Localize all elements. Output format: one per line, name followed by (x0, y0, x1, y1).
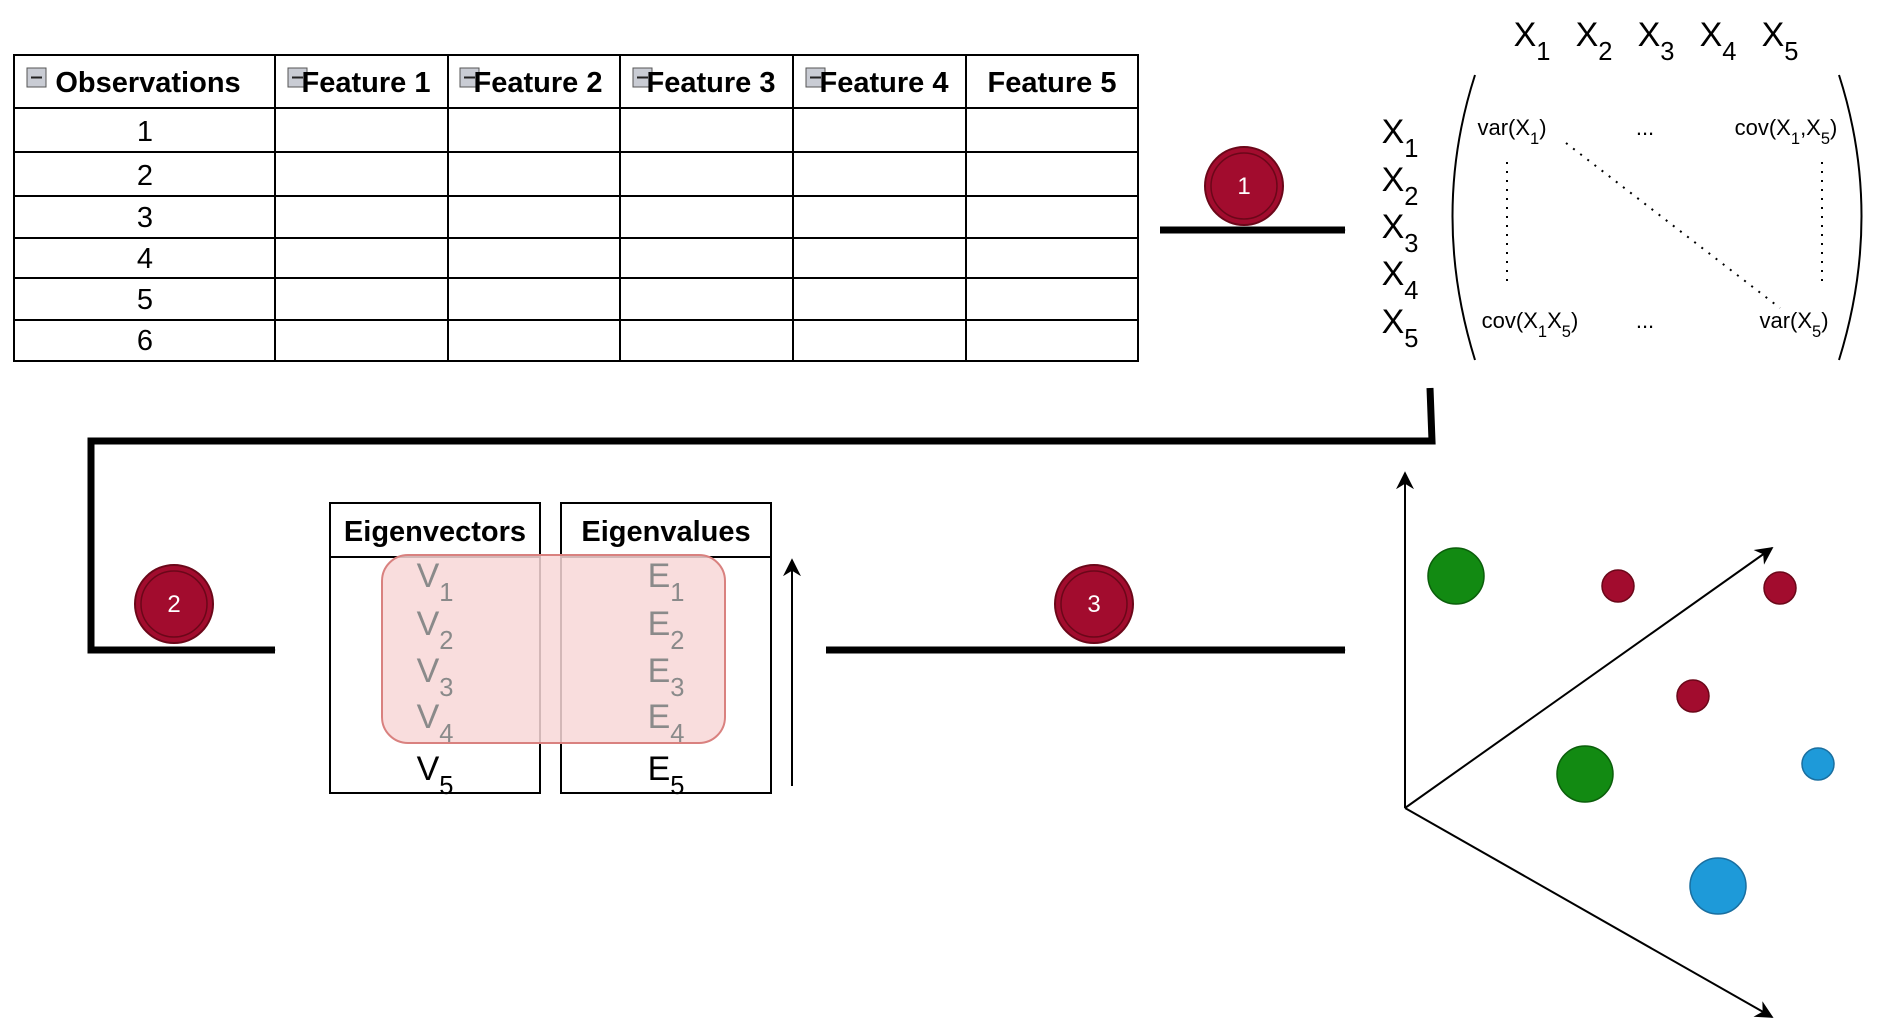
eigenvector-item: V5 (417, 750, 454, 800)
matrix-entry: var(X1) (1477, 115, 1546, 148)
covariance-matrix: X1 X2 X3 X4 X5 X1 X2 X3 X4 X5 var(X1) ..… (1382, 16, 1863, 361)
eigenvalue-item: E3 (648, 652, 685, 702)
eigenvectors-header: Eigenvectors (344, 516, 526, 548)
svg-text:1: 1 (1237, 173, 1250, 200)
matrix-entry: cov(X1X5) (1482, 308, 1579, 341)
svg-text:3: 3 (1087, 591, 1100, 618)
projected-points (1427, 547, 1835, 915)
step-2-badge: 2 (134, 564, 214, 644)
collapse-icon[interactable] (459, 67, 480, 88)
table-header: Feature 2 (474, 67, 603, 99)
table-header: Observations (55, 67, 240, 99)
table-header: Feature 5 (988, 67, 1117, 99)
eigenvector-item: V4 (417, 698, 454, 748)
matrix-column-label: X1 (1514, 16, 1551, 66)
point-red (1601, 569, 1635, 603)
matrix-row-label: X1 (1382, 113, 1419, 163)
collapse-icon[interactable] (805, 67, 826, 88)
eigenvector-list: V1 V2 V3 V4 V5 (417, 557, 454, 800)
table-header: Feature 4 (820, 67, 949, 99)
observations-table: Observations Feature 1 Feature 2 Feature… (13, 54, 1139, 362)
observation-number: 3 (137, 202, 153, 234)
observation-number: 5 (137, 284, 153, 316)
point-green (1427, 547, 1485, 605)
observation-number: 6 (137, 325, 153, 357)
point-blue (1801, 747, 1835, 781)
eigenvector-item: V1 (417, 557, 454, 607)
point-red (1676, 679, 1710, 713)
step-1-badge: 1 (1204, 146, 1284, 226)
matrix-column-label: X4 (1700, 16, 1737, 66)
collapse-icon[interactable] (632, 67, 653, 88)
matrix-left-bracket (1451, 74, 1476, 361)
selected-components-highlight (381, 554, 726, 744)
eigenvalue-item: E1 (648, 557, 685, 607)
svg-text:2: 2 (167, 591, 180, 618)
matrix-column-label: X5 (1762, 16, 1799, 66)
table-header: Feature 1 (302, 67, 431, 99)
observation-number: 4 (137, 243, 153, 275)
step-3-badge: 3 (1054, 564, 1134, 644)
point-red (1763, 571, 1797, 605)
eigenvalue-list: E1 E2 E3 E4 E5 (648, 557, 685, 800)
matrix-column-label: X2 (1576, 16, 1613, 66)
axis-diagonal-down (1404, 807, 1774, 1018)
eigenvalue-item: E2 (648, 605, 685, 655)
matrix-row-label: X4 (1382, 255, 1419, 305)
point-blue (1689, 857, 1747, 915)
eigenvalue-item: E4 (648, 698, 685, 748)
matrix-row-label: X3 (1382, 208, 1419, 258)
matrix-right-bracket (1838, 74, 1863, 361)
collapse-icon[interactable] (287, 67, 308, 88)
eigenvalue-item: E5 (648, 750, 685, 800)
matrix-row-label: X5 (1382, 303, 1419, 353)
point-green (1556, 745, 1614, 803)
matrix-entry: var(X5) (1759, 308, 1828, 341)
axis-diagonal-up (1404, 546, 1774, 809)
matrix-dotted-diagonal (1565, 142, 1781, 309)
matrix-entry: ... (1636, 308, 1654, 333)
matrix-entry: ... (1636, 115, 1654, 140)
observation-number: 2 (137, 160, 153, 192)
table-header: Feature 3 (647, 67, 776, 99)
projected-axes (1396, 471, 1774, 1018)
matrix-column-label: X3 (1638, 16, 1675, 66)
eigenvalues-header: Eigenvalues (581, 516, 750, 548)
step-2-connector (87, 387, 1436, 654)
matrix-row-label: X2 (1382, 161, 1419, 211)
eigenvector-item: V2 (417, 605, 454, 655)
matrix-entry: cov(X1,X5) (1735, 115, 1838, 148)
observation-number: 1 (137, 116, 153, 148)
eigenvector-item: V3 (417, 652, 454, 702)
collapse-icon[interactable] (26, 67, 47, 88)
